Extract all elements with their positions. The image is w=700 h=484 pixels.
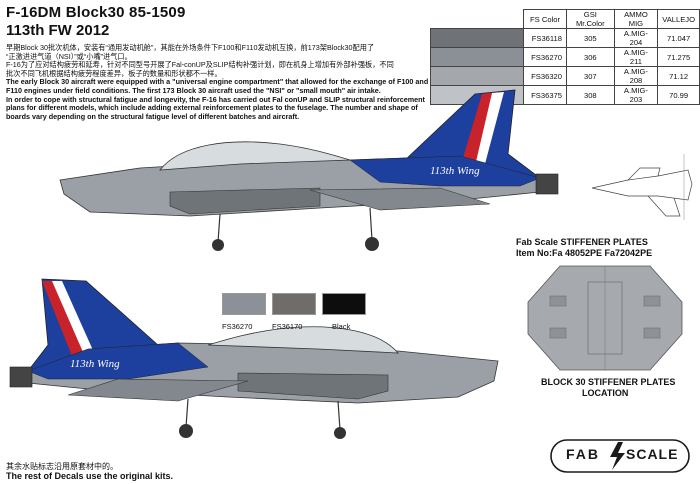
color-table-header: FS Color GSI Mr.Color AMMO MIG VALLEJO: [431, 9, 700, 29]
bottom-jet-wing: [67, 378, 249, 402]
gsi-color: 307: [566, 66, 615, 86]
footer-note-en: The rest of Decals use the original kits…: [6, 471, 174, 481]
bottom-jet-drawing: 113th Wing: [9, 278, 499, 439]
stiffener-item-number: Item No:Fa 48052PE Fa72042PE: [516, 248, 653, 258]
top-jet-intake: [169, 187, 321, 215]
gsi-color: 308: [566, 85, 615, 105]
color-swatch: [430, 47, 524, 67]
footer-note-cn: 其余水贴标志沿用原套材中的。: [6, 462, 118, 471]
bottom-jet-tail-text: 113th Wing: [70, 358, 120, 370]
vallejo-color: 71.12: [657, 66, 700, 86]
swatch-fs36270: [222, 293, 266, 315]
swatch-label-fs36270: FS36270: [222, 322, 253, 331]
top-jet-blue-fuselage: [349, 155, 541, 187]
description: 早期Block 30批次机体，安装有“通用发动机舱”，其能在外场条件下F100和…: [6, 43, 436, 121]
ammo-mig-color: A.MIG-211: [613, 47, 659, 67]
vallejo-color: 71.275: [657, 47, 700, 67]
vallejo-color: 70.99: [657, 85, 700, 105]
top-jet-canopy: [159, 141, 351, 171]
fs-color: FS36270: [523, 47, 567, 67]
top-jet-tail-stripe-white: [475, 92, 504, 166]
bottom-jet-nozzle: [9, 366, 33, 388]
stiffener-title: Fab Scale STIFFENER PLATES: [516, 237, 648, 247]
top-jet-drawing: 113th Wing: [59, 89, 559, 251]
fs-color: FS36118: [523, 28, 567, 48]
bottom-jet-canopy: [207, 326, 399, 354]
color-table-header-ammo: AMMO MIG: [613, 9, 659, 29]
swatch-label-fs36170: FS36170: [272, 322, 303, 331]
gsi-color: 305: [566, 28, 615, 48]
top-jet-wing: [309, 187, 491, 211]
color-table-header-fs: FS Color: [523, 9, 567, 29]
color-swatch: [430, 28, 524, 48]
description-en-2: In order to cope with structural fatigue…: [6, 94, 425, 121]
stiffener-location-title: BLOCK 30 STIFFENER PLATES: [541, 377, 676, 387]
logo-text-scale: SCALE: [626, 446, 679, 462]
swatch-black: [322, 293, 366, 315]
fs-color: FS36375: [523, 85, 567, 105]
bottom-jet-tail-stripe-white: [52, 281, 96, 359]
description-en-1: The early Block 30 aircraft were equippe…: [6, 77, 429, 95]
description-cn-4: 批次不同飞机根据结构疲劳程度差异，板子的数量和形状都不一样。: [6, 68, 222, 78]
top-jet-tail-text: 113th Wing: [430, 165, 480, 177]
top-jet-nozzle: [535, 173, 559, 195]
bottom-jet-intake: [237, 372, 389, 400]
ammo-mig-color: A.MIG-204: [613, 28, 659, 48]
color-table-header-vallejo: VALLEJO: [657, 9, 700, 29]
color-table-header-swatch: [431, 10, 524, 29]
page-title: F-16DM Block30 85-1509: [6, 4, 186, 21]
description-cn-2: “正激进进气道（NSI）”或“小嘴”进气口。: [6, 51, 132, 61]
color-table-header-gsi: GSI Mr.Color: [566, 9, 615, 29]
vallejo-color: 71.047: [657, 28, 700, 48]
description-cn-1: 早期Block 30批次机体，安装有“通用发动机舱”，其能在外场条件下F100和…: [6, 43, 375, 52]
swatch-label-black: Black: [332, 322, 351, 331]
fab-scale-logo: FAB SCALE: [550, 439, 690, 473]
gsi-color: 306: [566, 47, 615, 67]
bottom-jet-blue-fuselage: [27, 342, 209, 380]
bottom-jet-tail-stripe: [42, 281, 88, 361]
page-subtitle: 113th FW 2012: [6, 22, 110, 39]
stiffener-location-subtitle: LOCATION: [582, 388, 629, 398]
stiffener-location-drawing: [527, 265, 683, 371]
logo-text-fab: FAB: [566, 446, 600, 462]
lightning-icon: [610, 442, 625, 470]
description-cn-3: F-16为了应对结构疲劳和延寿，针对不同型号开展了Fal-conUP及SLIP结…: [6, 60, 394, 70]
ammo-mig-color: A.MIG-203: [613, 85, 659, 105]
swatch-fs36170: [272, 293, 316, 315]
ammo-mig-color: A.MIG-208: [613, 66, 659, 86]
plan-view-drawing: [591, 154, 693, 220]
